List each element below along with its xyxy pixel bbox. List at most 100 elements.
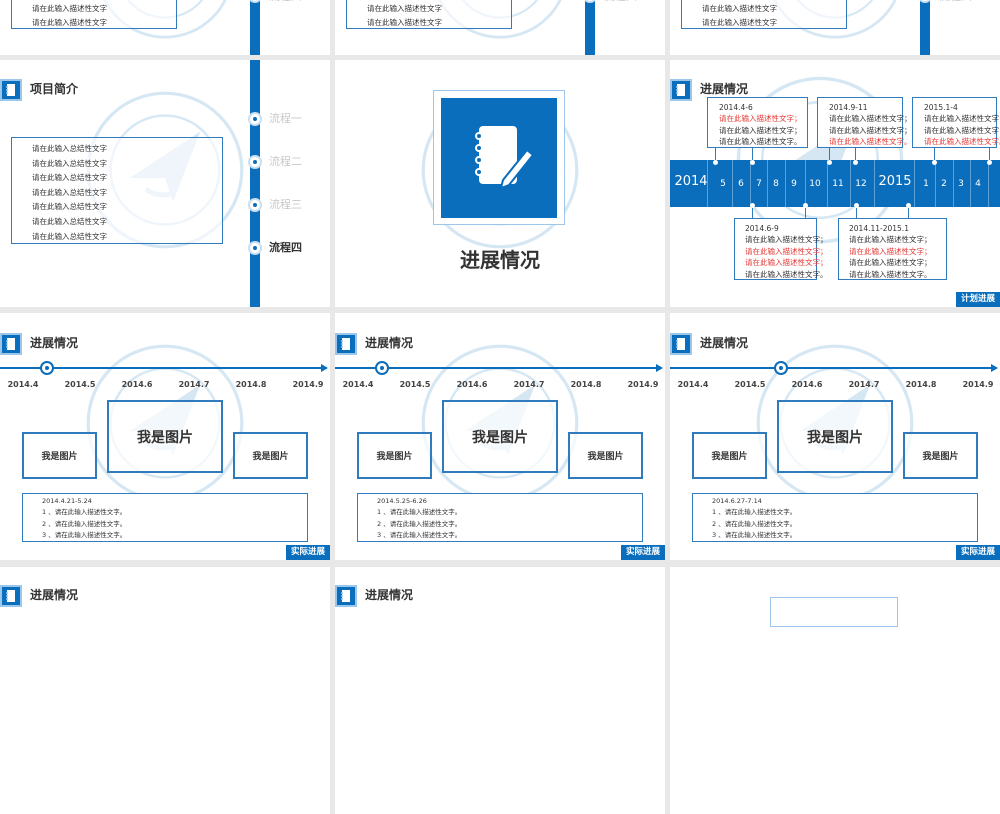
step-marker[interactable] xyxy=(248,155,262,169)
axis-label: 2014.7 xyxy=(178,380,210,389)
step-marker[interactable] xyxy=(248,198,262,212)
current-position-marker[interactable] xyxy=(39,361,54,375)
tick-separator xyxy=(805,160,806,207)
connector xyxy=(934,148,935,162)
description-box xyxy=(11,0,177,29)
notebook-icon xyxy=(670,333,692,355)
step-marker[interactable] xyxy=(248,241,262,255)
notebook-icon xyxy=(0,333,22,355)
connector xyxy=(855,148,856,162)
timeline-tick-label: 7 xyxy=(756,179,762,189)
step-label[interactable]: 流程二 xyxy=(269,155,302,168)
plan-box xyxy=(734,218,817,280)
tick-separator xyxy=(970,160,971,207)
plan-line: 请在此输入描述性文字。 xyxy=(719,137,802,146)
step-label[interactable]: 流程四 xyxy=(269,0,302,3)
tick-separator xyxy=(750,160,751,207)
description-box xyxy=(681,0,847,29)
step-label[interactable]: 流程四 xyxy=(604,0,637,3)
axis-label: 2014.5 xyxy=(64,380,96,389)
slide-thumbnail-section-cover[interactable]: 进展情况 xyxy=(335,60,665,307)
timeline-tick-label: 2014 xyxy=(674,174,708,189)
axis-label: 2014.4 xyxy=(677,380,709,389)
image-placeholder[interactable]: 我是图片 xyxy=(357,432,432,479)
plan-date: 2014.4-6 xyxy=(719,103,753,112)
slide-title: 进展情况 xyxy=(700,336,749,350)
progress-item: 1 、请在此输入描述性文字。 xyxy=(712,508,797,516)
description-box xyxy=(346,0,512,29)
timeline-tick-label: 1 xyxy=(923,179,929,189)
image-placeholder[interactable]: 我是图片 xyxy=(568,432,643,479)
plan-line: 请在此输入描述性文字； xyxy=(745,258,828,267)
current-position-marker[interactable] xyxy=(374,361,389,375)
slide-title: 进展情况 xyxy=(365,336,414,350)
tick-separator xyxy=(874,160,875,207)
image-placeholder[interactable]: 我是图片 xyxy=(107,400,223,473)
image-placeholder[interactable]: 我是图片 xyxy=(692,432,767,479)
description-line: 请在此输入描述性文字 xyxy=(367,18,442,27)
step-marker[interactable] xyxy=(248,112,262,126)
plan-line: 请在此输入描述性文字； xyxy=(719,125,802,135)
slide-thumbnail[interactable]: 请在此输入描述性文字请在此输入描述性文字流程四 xyxy=(670,0,1000,55)
step-label[interactable]: 流程一 xyxy=(269,112,302,125)
plan-line: 请在此输入描述性文字； xyxy=(924,125,1000,135)
slide-thumbnail[interactable]: 进展情况 xyxy=(335,567,665,814)
plan-line: 请在此输入描述性文字。 xyxy=(849,269,932,279)
current-position-marker[interactable] xyxy=(773,361,788,375)
plan-line: 请在此输入描述性文字； xyxy=(829,114,912,123)
plan-line: 请在此输入描述性文字。 xyxy=(745,269,828,279)
step-label[interactable]: 流程四 xyxy=(269,241,302,254)
tick-separator xyxy=(935,160,936,207)
summary-box xyxy=(11,137,223,244)
connector-dot xyxy=(854,203,859,208)
tick-separator xyxy=(988,160,989,207)
step-label[interactable]: 流程四 xyxy=(939,0,972,3)
arrow-head-icon xyxy=(656,364,663,372)
tick-separator xyxy=(732,160,733,207)
plan-line: 请在此输入描述性文字； xyxy=(849,235,932,244)
connector-dot xyxy=(803,203,808,208)
arrow-head-icon xyxy=(321,364,328,372)
plan-line: 请在此输入描述性文字； xyxy=(849,246,932,256)
progress-item: 3 、请在此输入描述性文字。 xyxy=(377,531,462,539)
timeline-band xyxy=(670,160,1000,207)
plan-date: 2014.9-11 xyxy=(829,103,868,112)
axis-label: 2014.7 xyxy=(848,380,880,389)
plan-line: 请在此输入描述性文字； xyxy=(719,114,802,123)
slide-thumbnail[interactable]: 请在此输入描述性文字请在此输入描述性文字流程四 xyxy=(0,0,330,55)
tick-separator xyxy=(953,160,954,207)
image-placeholder[interactable]: 我是图片 xyxy=(22,432,97,479)
slide-thumbnail[interactable] xyxy=(670,567,1000,814)
axis-label: 2014.7 xyxy=(513,380,545,389)
notebook-icon xyxy=(0,585,22,607)
description-line: 请在此输入描述性文字 xyxy=(702,18,777,27)
process-timeline-bar xyxy=(585,0,595,55)
timeline-tick-label: 9 xyxy=(791,179,797,189)
connector-dot xyxy=(827,160,832,165)
step-label[interactable]: 流程三 xyxy=(269,198,302,211)
timeline-axis xyxy=(0,367,322,369)
slide-thumbnail[interactable]: 进展情况 xyxy=(0,567,330,814)
slide-thumbnail-project-intro[interactable]: 项目简介请在此输入总结性文字请在此输入总结性文字请在此输入总结性文字请在此输入总… xyxy=(0,60,330,307)
image-placeholder[interactable]: 我是图片 xyxy=(777,400,893,473)
plan-date: 2015.1-4 xyxy=(924,103,958,112)
axis-label: 2014.6 xyxy=(121,380,153,389)
timeline-tick-label: 2015 xyxy=(878,174,912,189)
image-placeholder[interactable]: 我是图片 xyxy=(233,432,308,479)
tick-separator xyxy=(707,160,708,207)
summary-line: 请在此输入总结性文字 xyxy=(32,144,107,153)
actual-progress-tag: 实际进展 xyxy=(955,545,1000,560)
connector xyxy=(908,204,909,218)
image-placeholder[interactable]: 我是图片 xyxy=(442,400,558,473)
timeline-tick-label: 5 xyxy=(720,179,726,189)
slide-thumbnail[interactable]: 请在此输入描述性文字请在此输入描述性文字流程四 xyxy=(335,0,665,55)
plan-line: 请在此输入描述性文字； xyxy=(745,246,828,256)
plan-progress-tag: 计划进展 xyxy=(955,292,1000,307)
process-timeline-bar xyxy=(250,0,260,55)
image-placeholder[interactable]: 我是图片 xyxy=(903,432,978,479)
plan-line: 请在此输入描述性文字； xyxy=(849,258,932,267)
